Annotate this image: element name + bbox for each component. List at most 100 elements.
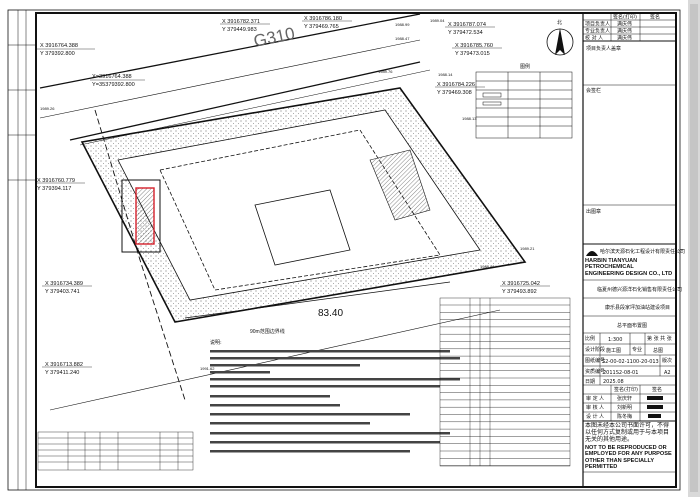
drawing-title: 总平面布置图 xyxy=(617,322,647,329)
north-label: 北 xyxy=(557,19,562,26)
svg-text:X 3916787.074: X 3916787.074 xyxy=(448,22,486,28)
title-block: 签名(打印) 签名 项目负责人 满庆伟 专业负责人 满庆伟 校 对 人 满庆伟 … xyxy=(582,12,685,488)
svg-text:X 3916784.226: X 3916784.226 xyxy=(437,82,475,88)
discipline-value: 总图 xyxy=(653,347,663,354)
legend-title: 图例 xyxy=(520,63,530,70)
svg-text:Y 379403.741: Y 379403.741 xyxy=(45,289,80,295)
drawing-no: S2-00-02-1100-20-013 xyxy=(602,359,659,365)
sign-name: 刘新明 xyxy=(617,404,632,411)
svg-text:1988.14: 1988.14 xyxy=(438,72,453,77)
svg-text:X 3916786.180: X 3916786.180 xyxy=(304,16,342,22)
elevation-points: 1989.76 1989.26 1988.99 1988.47 1989.04 … xyxy=(40,18,535,371)
sign-name: 张庆轩 xyxy=(617,395,632,402)
scale-value: 1:300 xyxy=(608,337,622,343)
boundary-90m-line xyxy=(94,109,186,401)
discipline-label: 专业 xyxy=(632,346,642,353)
svg-text:Y 379411.240: Y 379411.240 xyxy=(45,370,79,376)
svg-text:1991.62: 1991.62 xyxy=(200,366,215,371)
drawing-no-label: 图纸编号 xyxy=(585,357,605,364)
countersign-label: 会签栏 xyxy=(586,87,601,94)
cert-no: 2011S2-08-01 xyxy=(603,370,638,376)
coordinate-point: X 3916734.389 Y 379403.741 xyxy=(42,281,92,295)
dimension-line xyxy=(184,281,451,319)
stage-label: 设计阶段 xyxy=(585,346,605,353)
client-name: 临夏州德兴源洋石化销售有限责任公司 xyxy=(597,286,682,293)
svg-text:1989.26: 1989.26 xyxy=(40,106,55,111)
coordinate-point: X 3916764.388 Y 379392.800 xyxy=(35,43,95,57)
svg-text:1989.76: 1989.76 xyxy=(378,69,393,74)
company-name: 哈尔滨天源石化工程设计有限责任公司 xyxy=(600,248,685,255)
date-value: 2025.08 xyxy=(603,379,624,385)
scale-label: 比例 xyxy=(585,335,595,342)
company-logo-icon xyxy=(586,251,598,256)
svg-text:X 3916760.779: X 3916760.779 xyxy=(37,178,75,184)
svg-text:X 3916734.389: X 3916734.389 xyxy=(45,281,83,287)
date-label: 日期 xyxy=(585,379,595,385)
company-name-en-box: HARBIN TIANYUAN PETROCHEMICAL ENGINEERIN… xyxy=(585,258,673,277)
approval-name: 满庆伟 xyxy=(617,35,632,42)
cert-label: 资质编号 xyxy=(585,368,605,375)
svg-text:1988.47: 1988.47 xyxy=(395,36,410,41)
approval-name: 满庆伟 xyxy=(617,28,632,35)
svg-text:Y 379472.534: Y 379472.534 xyxy=(448,30,483,36)
svg-text:X 3916713.882: X 3916713.882 xyxy=(45,362,83,368)
sign-role: 审 定 人 xyxy=(586,395,604,402)
coordinate-point: X 3916784.226 Y 379469.308 xyxy=(435,82,485,96)
tank-area xyxy=(369,149,431,221)
sign-role: 设 计 人 xyxy=(586,413,604,420)
approval-role: 项目负责人 xyxy=(585,21,610,28)
quantities-rows xyxy=(440,304,570,466)
coordinate-point: X 3916787.074 Y 379472.534 xyxy=(445,22,495,36)
coordinate-point: X 3916760.779 Y 379394.117 xyxy=(35,178,85,192)
notes-title: 说明: xyxy=(210,339,222,346)
canopy-outline xyxy=(159,129,441,291)
svg-text:X=3916764.388: X=3916764.388 xyxy=(92,74,132,80)
coordinate-point: X 3916786.180 Y 379469.765 xyxy=(302,16,352,30)
unit-stamp-label: 出图章 xyxy=(586,208,601,215)
svg-text:Y 379394.117: Y 379394.117 xyxy=(37,186,71,192)
project-lead-stamp-label: 项目负责人盖章 xyxy=(586,45,621,52)
svg-text:Y 379469.765: Y 379469.765 xyxy=(304,24,339,30)
svg-text:Y 379392.800: Y 379392.800 xyxy=(40,51,75,57)
scrollbar-thumb[interactable] xyxy=(690,4,698,492)
svg-text:Y 379469.308: Y 379469.308 xyxy=(437,90,472,96)
approval-role: 专业负责人 xyxy=(585,28,610,35)
approval-name: 满庆伟 xyxy=(617,21,632,28)
signatures xyxy=(647,396,663,418)
stage-value: 施工图 xyxy=(606,347,621,354)
svg-text:X 3916785.760: X 3916785.760 xyxy=(455,43,493,49)
svg-text:1988.99: 1988.99 xyxy=(395,22,410,27)
canopy-island xyxy=(254,189,351,266)
copyright-notice: 本图未经本公司书面许可，不得以任何方式复制或用于与本项目无关的其他用途。 xyxy=(585,422,670,444)
north-arrow-icon xyxy=(546,28,574,56)
legend-table xyxy=(475,71,573,139)
company-name-en: HARBIN TIANYUAN PETROCHEMICAL ENGINEERIN… xyxy=(585,258,673,277)
sign-role: 审 核 人 xyxy=(586,404,604,411)
svg-text:X 3916725.042: X 3916725.042 xyxy=(502,281,540,287)
svg-text:X 3916764.388: X 3916764.388 xyxy=(40,43,78,49)
svg-text:Y 379449.983: Y 379449.983 xyxy=(222,27,257,33)
station-building xyxy=(121,179,161,253)
binding-strip xyxy=(8,10,36,490)
quantities-table xyxy=(439,297,571,467)
svg-text:1989.21: 1989.21 xyxy=(520,246,535,251)
notes-text-lines xyxy=(210,350,460,453)
approval-header-print: 签名(打印) xyxy=(613,14,637,21)
sign-header-sign: 签名 xyxy=(652,386,662,393)
svg-text:X 3916782.371: X 3916782.371 xyxy=(222,19,260,25)
approval-role: 校 对 人 xyxy=(585,35,603,42)
coordinate-point: X 3916782.371 Y 379449.983 xyxy=(220,19,270,33)
version-label: 版次 xyxy=(662,357,672,364)
svg-text:1989.04: 1989.04 xyxy=(430,18,445,23)
economic-indicator-table xyxy=(37,431,194,471)
sign-name: 陈冬梅 xyxy=(617,413,632,420)
boundary-label: 90m范围边界线 xyxy=(250,328,285,335)
copyright-notice-box: 本图未经本公司书面许可，不得以任何方式复制或用于与本项目无关的其他用途。 xyxy=(585,422,670,444)
sheet-size: A2 xyxy=(664,370,671,376)
building-red-highlight xyxy=(135,187,155,245)
sheet-label: 第 张 共 张 xyxy=(647,335,672,342)
dimension-label: 83.40 xyxy=(318,308,343,319)
